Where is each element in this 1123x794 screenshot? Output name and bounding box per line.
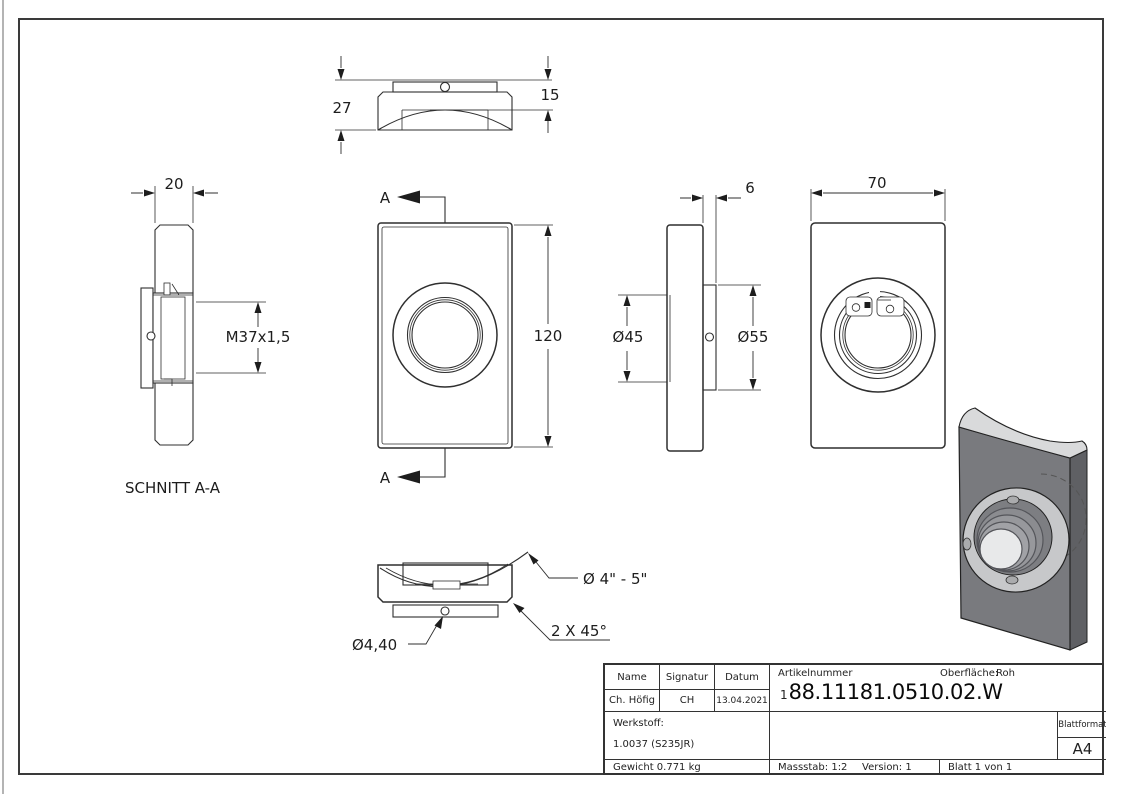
dim-height-120: 120 [514, 224, 563, 448]
dim-saddle-15: 15 [540, 56, 560, 133]
date-value-cell: 13.04.2021 [715, 690, 770, 712]
format-value: A4 [1072, 740, 1093, 758]
top-view: 27 15 [332, 56, 560, 154]
material-value: 1.0037 (S235JR) [613, 739, 695, 750]
dim-thread-m37: M37x1,5 [196, 301, 291, 374]
iso-view [958, 407, 1088, 651]
bottom-view: Ø 4" - 5" 2 X 45° Ø4,40 [352, 551, 647, 654]
leader-label-pipe: Ø 4" - 5" [583, 570, 647, 588]
section-arrow-bottom: A [380, 448, 446, 487]
name-header-cell: Name [605, 665, 660, 690]
sheet-cell: Blatt 1 von 1 [948, 762, 1013, 773]
iso-thread-4 [979, 528, 1023, 570]
article-label: Artikelnummer [778, 668, 853, 679]
dim-label-d55: Ø55 [738, 328, 769, 346]
dim-recess-45: Ø45 [613, 294, 667, 383]
leader-label-hole: Ø4,40 [352, 636, 397, 654]
dim-label-15: 15 [540, 86, 559, 104]
circlip-gap [869, 290, 880, 309]
dim-label-27: 27 [332, 99, 351, 117]
title-block: Name Signatur Datum Ch. Höfig CH 13.04.2… [603, 663, 1106, 775]
dim-label-6: 6 [745, 179, 755, 197]
section-view-schnitt-aa: 20 M37x1,5 SCHNITT A-A [125, 175, 290, 497]
dim-boss-6: 6 [680, 179, 755, 283]
iso-lug-bottom [1005, 575, 1019, 585]
front-view: A A 120 [377, 189, 563, 487]
material-label: Werkstoff: [613, 718, 664, 729]
section-letter-top: A [380, 189, 391, 207]
date-header-cell: Datum [715, 665, 770, 690]
dim-label-d45: Ø45 [613, 328, 644, 346]
weight-cell: Gewicht 0.771 kg [605, 760, 770, 775]
dim-label-m37: M37x1,5 [226, 328, 291, 346]
section-arrow-top: A [380, 189, 446, 223]
rear-view: 70 [810, 174, 946, 449]
signature-header-cell: Signatur [660, 665, 715, 690]
article-cell: Artikelnummer Oberfläche: Roh 1 88.11181… [770, 665, 1106, 712]
part-number: 88.11181.0510.02.W [788, 680, 1003, 704]
iso-saddle-top [958, 407, 1088, 459]
version-label: Version: 1 [862, 762, 912, 773]
format-label: Blattformat [1058, 712, 1106, 738]
section-title: SCHNITT A-A [125, 479, 221, 497]
material-cell: Werkstoff: 1.0037 (S235JR) [605, 712, 770, 760]
circlip-lug-mark [864, 302, 871, 308]
leader-label-chamfer: 2 X 45° [551, 622, 607, 640]
window-edge [2, 0, 4, 794]
surface-label: Oberfläche: [940, 668, 999, 679]
side-view: 6 Ø45 Ø55 [613, 179, 769, 452]
format-box: Blattformat A4 [1057, 712, 1106, 759]
middle-empty-cell: Blattformat A4 [770, 712, 1106, 760]
dim-label-20: 20 [164, 175, 183, 193]
drawing-frame [18, 18, 1104, 775]
part-number-row: 1 88.11181.0510.02.W [780, 680, 1003, 704]
section-letter-bottom: A [380, 469, 391, 487]
leader-chamfer: 2 X 45° [513, 603, 610, 641]
signature-value-cell: CH [660, 690, 715, 712]
dim-label-120: 120 [534, 327, 563, 345]
scale-label: Massstab: 1:2 [778, 762, 848, 773]
leader-hole: Ø4,40 [352, 616, 443, 654]
iso-lug-top [1006, 495, 1020, 505]
dim-width-20: 20 [131, 175, 218, 223]
dim-width-70: 70 [810, 174, 946, 221]
iso-lug-left [962, 537, 972, 551]
name-value-cell: Ch. Höfig [605, 690, 660, 712]
iso-phantom-arc1 [1040, 473, 1087, 520]
scale-cell: Massstab: 1:2 Version: 1 [770, 760, 940, 775]
leader-pipe-diameter: Ø 4" - 5" [528, 553, 647, 588]
dim-boss-55: Ø55 [718, 284, 769, 391]
iso-phantom-arc2 [1055, 518, 1087, 562]
part-number-prefix: 1 [780, 688, 788, 702]
iso-side-face [1069, 449, 1088, 651]
dim-height-27: 27 [332, 56, 352, 154]
surface-value: Roh [996, 668, 1015, 679]
dim-label-70: 70 [867, 174, 886, 192]
